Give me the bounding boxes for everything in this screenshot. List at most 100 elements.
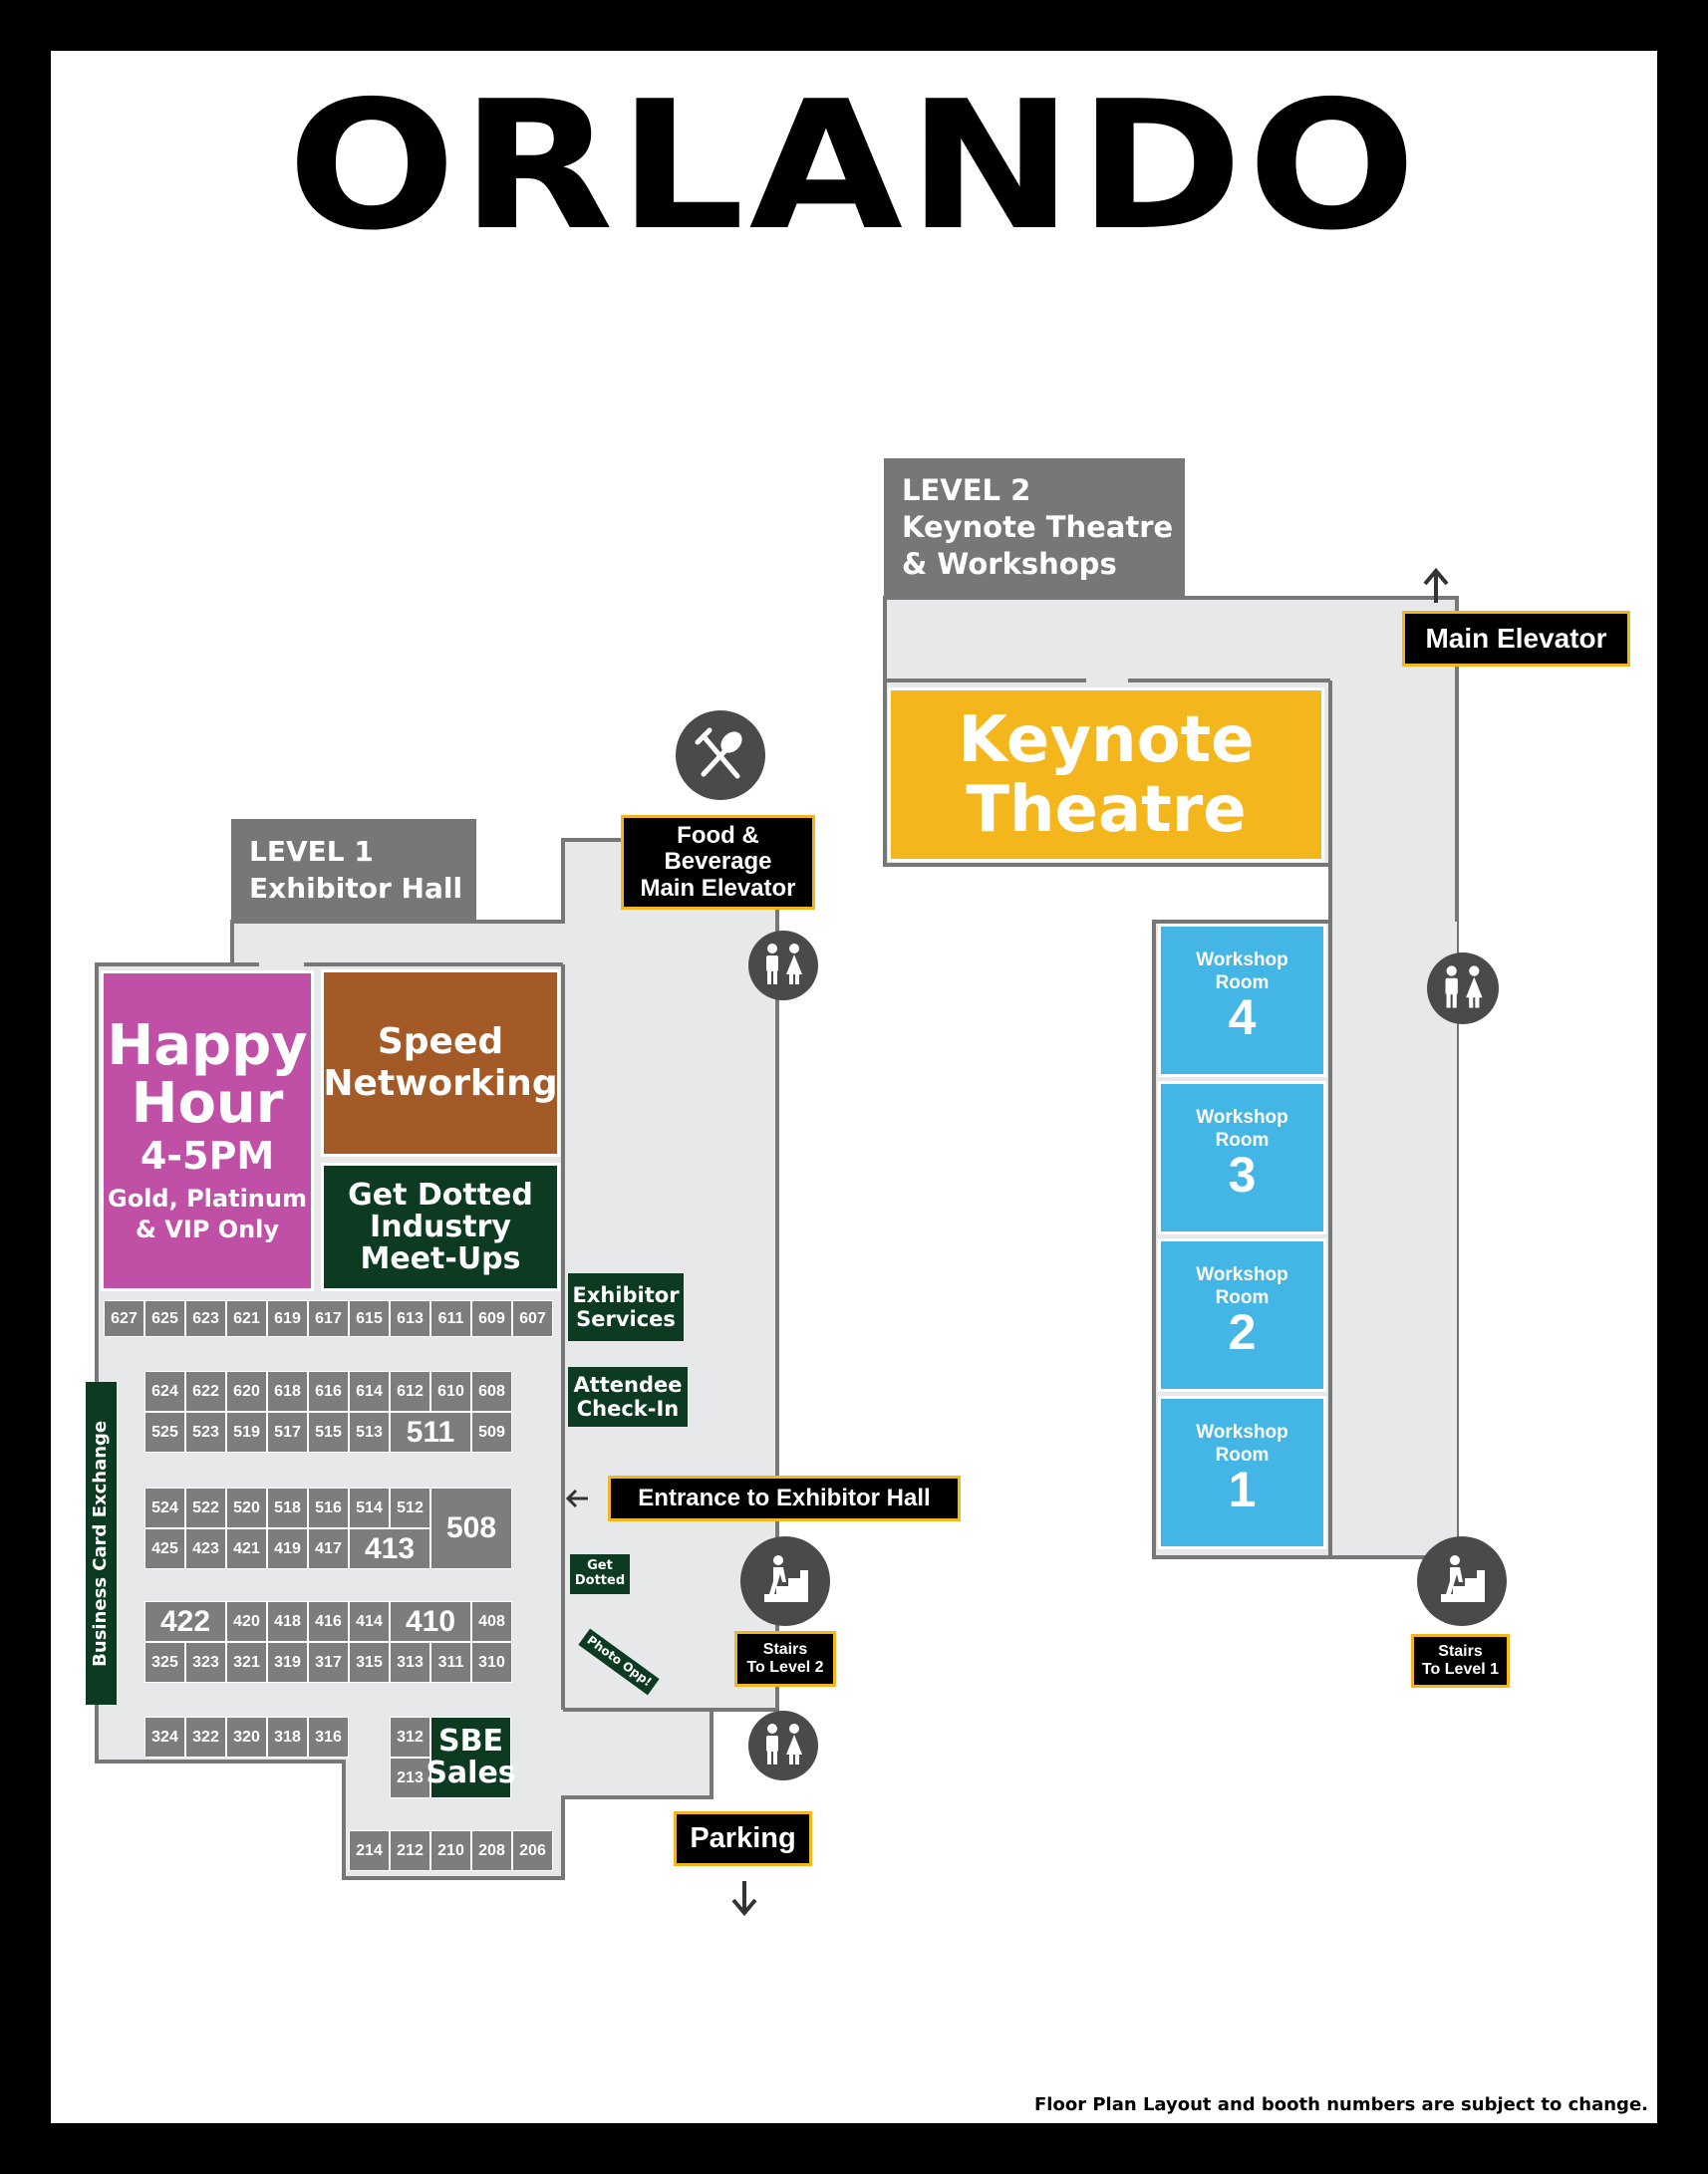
booth[interactable]: 523 xyxy=(185,1412,226,1453)
booth[interactable]: 518 xyxy=(267,1488,308,1528)
booth[interactable]: 213 xyxy=(390,1758,430,1798)
booth[interactable]: 319 xyxy=(267,1642,308,1683)
stairs-to-level1-label[interactable]: Stairs To Level 1 xyxy=(1411,1634,1510,1688)
booth[interactable]: 323 xyxy=(185,1642,226,1683)
booth-422[interactable]: 422 xyxy=(144,1601,226,1642)
booth[interactable]: 425 xyxy=(144,1528,185,1569)
booth[interactable]: 316 xyxy=(308,1717,349,1758)
booth[interactable]: 206 xyxy=(512,1830,553,1871)
booth-508[interactable]: 508 xyxy=(430,1488,512,1569)
booth[interactable]: 520 xyxy=(226,1488,267,1528)
parking-label[interactable]: Parking xyxy=(674,1811,812,1866)
booth[interactable]: 610 xyxy=(430,1371,471,1412)
entrance-exhibitor-hall-label[interactable]: Entrance to Exhibitor Hall xyxy=(608,1476,961,1521)
booth[interactable]: 414 xyxy=(349,1601,390,1642)
booth[interactable]: 317 xyxy=(308,1642,349,1683)
happy-hour-time: 4-5PM xyxy=(140,1134,275,1178)
workshop-number: 3 xyxy=(1228,1147,1257,1203)
level2-line2: Keynote Theatre xyxy=(902,510,1174,544)
booth[interactable]: 423 xyxy=(185,1528,226,1569)
booth[interactable]: 625 xyxy=(144,1300,185,1337)
booth[interactable]: 320 xyxy=(226,1717,267,1758)
booth[interactable]: 313 xyxy=(390,1642,430,1683)
page-title: ORLANDO xyxy=(287,63,1421,269)
booth-410[interactable]: 410 xyxy=(390,1601,471,1642)
booth[interactable]: 408 xyxy=(471,1601,512,1642)
booth[interactable]: 416 xyxy=(308,1601,349,1642)
booth[interactable]: 515 xyxy=(308,1412,349,1453)
booth[interactable]: 325 xyxy=(144,1642,185,1683)
exhibitor-services[interactable]: Exhibitor Services xyxy=(568,1273,684,1341)
booth[interactable]: 619 xyxy=(267,1300,308,1337)
booth[interactable]: 611 xyxy=(430,1300,471,1337)
booth[interactable]: 618 xyxy=(267,1371,308,1412)
booth[interactable]: 418 xyxy=(267,1601,308,1642)
booth[interactable]: 623 xyxy=(185,1300,226,1337)
booth[interactable]: 624 xyxy=(144,1371,185,1412)
booth[interactable]: 609 xyxy=(471,1300,512,1337)
main-elevator-label[interactable]: Main Elevator xyxy=(1402,611,1630,667)
booth[interactable]: 417 xyxy=(308,1528,349,1569)
booth[interactable]: 513 xyxy=(349,1412,390,1453)
booth-511[interactable]: 511 xyxy=(390,1412,471,1453)
booth[interactable]: 524 xyxy=(144,1488,185,1528)
keynote-line1: Keynote xyxy=(958,702,1255,777)
booth[interactable]: 522 xyxy=(185,1488,226,1528)
booth[interactable]: 420 xyxy=(226,1601,267,1642)
happy-hour-area[interactable]: Happy Hour 4-5PM Gold, Platinum & VIP On… xyxy=(101,970,314,1291)
workshop-room-word: Room xyxy=(1215,972,1270,993)
sbe-sales-booth[interactable]: SBE Sales xyxy=(426,1717,516,1798)
booth[interactable]: 613 xyxy=(390,1300,430,1337)
booth[interactable]: 321 xyxy=(226,1642,267,1683)
booth[interactable]: 311 xyxy=(430,1642,471,1683)
booth[interactable]: 324 xyxy=(144,1717,185,1758)
booth[interactable]: 612 xyxy=(390,1371,430,1412)
booth[interactable]: 622 xyxy=(185,1371,226,1412)
level2-corridor xyxy=(1330,922,1457,1557)
stairs-to-level2-label[interactable]: Stairs To Level 2 xyxy=(734,1631,836,1687)
booth[interactable]: 621 xyxy=(226,1300,267,1337)
booth[interactable]: 210 xyxy=(430,1830,471,1871)
booth[interactable]: 516 xyxy=(308,1488,349,1528)
booth[interactable]: 517 xyxy=(267,1412,308,1453)
restroom-icon xyxy=(1427,952,1499,1024)
booth[interactable]: 627 xyxy=(104,1300,144,1337)
booth[interactable]: 616 xyxy=(308,1371,349,1412)
booth[interactable]: 312 xyxy=(390,1717,430,1758)
level1-label: LEVEL 1 Exhibitor Hall xyxy=(231,819,476,923)
booth[interactable]: 614 xyxy=(349,1371,390,1412)
booth[interactable]: 310 xyxy=(471,1642,512,1683)
booth[interactable]: 315 xyxy=(349,1642,390,1683)
booth[interactable]: 607 xyxy=(512,1300,553,1337)
speed-networking-area[interactable]: Speed Networking xyxy=(321,969,560,1157)
booth[interactable]: 615 xyxy=(349,1300,390,1337)
booth[interactable]: 519 xyxy=(226,1412,267,1453)
keynote-theatre-area[interactable]: Keynote Theatre xyxy=(888,687,1324,862)
food-beverage-elevator-label[interactable]: Food & Beverage Main Elevator xyxy=(621,815,815,910)
booth[interactable]: 620 xyxy=(226,1371,267,1412)
booth-413[interactable]: 413 xyxy=(349,1528,430,1569)
get-dotted-station[interactable]: Get Dotted xyxy=(570,1554,630,1594)
booth[interactable]: 318 xyxy=(267,1717,308,1758)
booth[interactable]: 514 xyxy=(349,1488,390,1528)
booth[interactable]: 208 xyxy=(471,1830,512,1871)
level2-line3: & Workshops xyxy=(902,547,1117,581)
booth[interactable]: 419 xyxy=(267,1528,308,1569)
booth[interactable]: 212 xyxy=(390,1830,430,1871)
booth[interactable]: 512 xyxy=(390,1488,430,1528)
meetups-area[interactable]: Get Dotted Industry Meet-Ups xyxy=(321,1163,560,1291)
booth[interactable]: 322 xyxy=(185,1717,226,1758)
booth[interactable]: 608 xyxy=(471,1371,512,1412)
booth[interactable]: 214 xyxy=(349,1830,390,1871)
booth[interactable]: 509 xyxy=(471,1412,512,1453)
booth[interactable]: 525 xyxy=(144,1412,185,1453)
business-card-exchange[interactable]: Business Card Exchange xyxy=(86,1382,117,1705)
booth[interactable]: 421 xyxy=(226,1528,267,1569)
attendee-checkin[interactable]: Attendee Check-In xyxy=(568,1367,688,1427)
food-line1: Food & xyxy=(677,821,759,849)
booth[interactable]: 617 xyxy=(308,1300,349,1337)
